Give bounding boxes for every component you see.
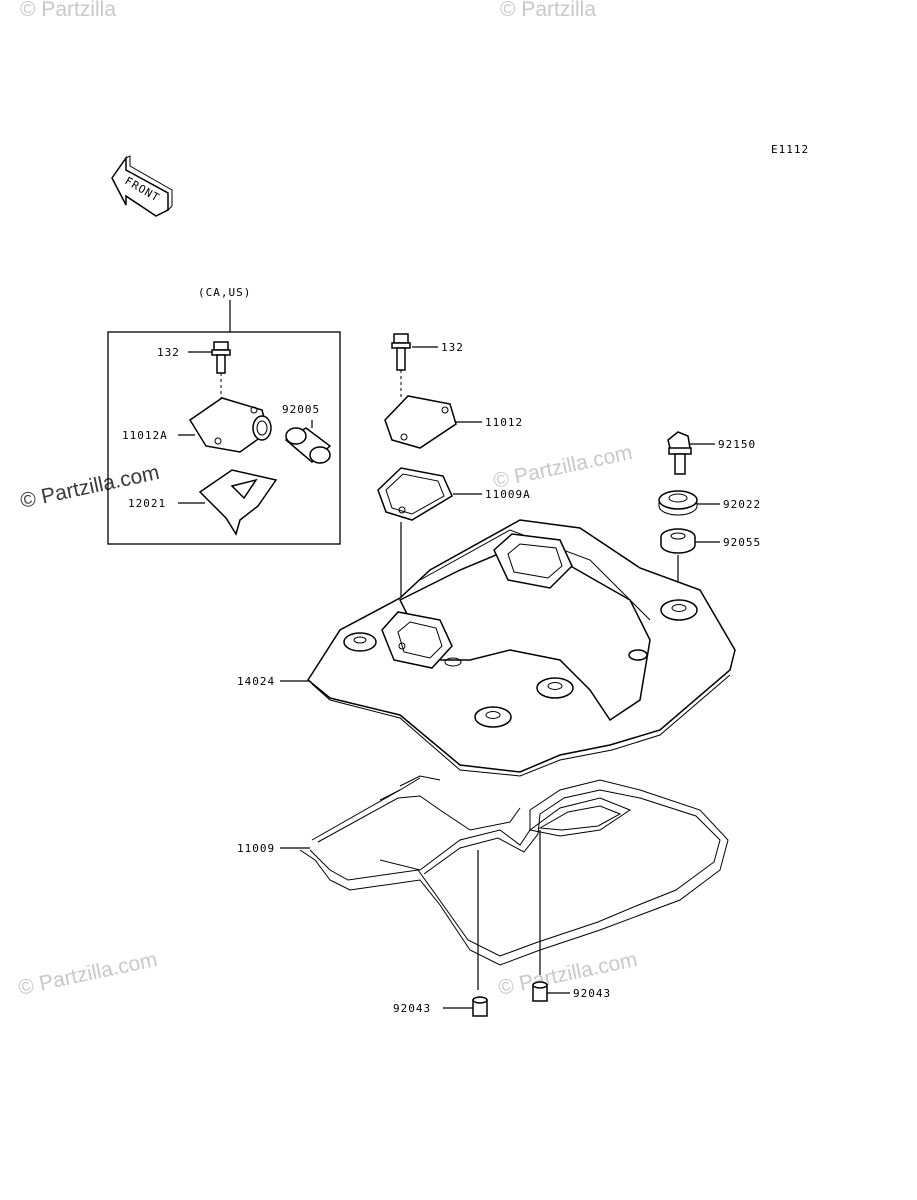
sleeve-92005: 92005 bbox=[282, 403, 332, 464]
bolt-132-inset: 132 bbox=[157, 341, 231, 410]
front-arrow-icon: FRONT bbox=[111, 155, 173, 217]
part-label: 11009 bbox=[237, 842, 275, 855]
part-label: 11009A bbox=[485, 488, 531, 501]
dowel-92043-right: 92043 bbox=[532, 981, 611, 1002]
grommet-92055: 92055 bbox=[660, 528, 761, 600]
diagram-code: E1112 bbox=[771, 143, 809, 156]
gasket-11009A: 11009A bbox=[377, 467, 531, 640]
part-label: 92043 bbox=[573, 987, 611, 1000]
cylinder-head-cover-14024: 14024 bbox=[237, 519, 736, 777]
part-label: 11012 bbox=[485, 416, 523, 429]
part-label: 92022 bbox=[723, 498, 761, 511]
part-label: 92150 bbox=[718, 438, 756, 451]
gasket-11009: 11009 bbox=[237, 775, 729, 990]
dowel-92043-left: 92043 bbox=[393, 996, 488, 1017]
watermark: © Partzilla.com bbox=[16, 948, 159, 1000]
part-label: 92043 bbox=[393, 1002, 431, 1015]
watermark: © Partzilla.com bbox=[496, 948, 639, 1000]
part-label: 132 bbox=[157, 346, 180, 359]
part-label: 14024 bbox=[237, 675, 275, 688]
inset-label: (CA,US) bbox=[198, 286, 251, 299]
part-label: 92005 bbox=[282, 403, 320, 416]
bolt-92150: 92150 bbox=[667, 431, 756, 475]
watermark: © Partzilla bbox=[20, 0, 116, 21]
washer-92022: 92022 bbox=[658, 490, 761, 516]
part-label: 11012A bbox=[122, 429, 168, 442]
watermark: © Partzilla bbox=[500, 0, 596, 21]
part-label: 92055 bbox=[723, 536, 761, 549]
part-label: 12021 bbox=[128, 497, 166, 510]
cover-11012A: 11012A bbox=[122, 397, 272, 453]
part-label: 132 bbox=[441, 341, 464, 354]
inset-box: (CA,US) bbox=[107, 286, 341, 545]
watermark: © Partzilla.com bbox=[491, 441, 634, 493]
cover-11012: 11012 bbox=[384, 395, 523, 449]
guide-12021: 12021 bbox=[128, 469, 278, 536]
bolt-132: 132 bbox=[391, 333, 464, 400]
